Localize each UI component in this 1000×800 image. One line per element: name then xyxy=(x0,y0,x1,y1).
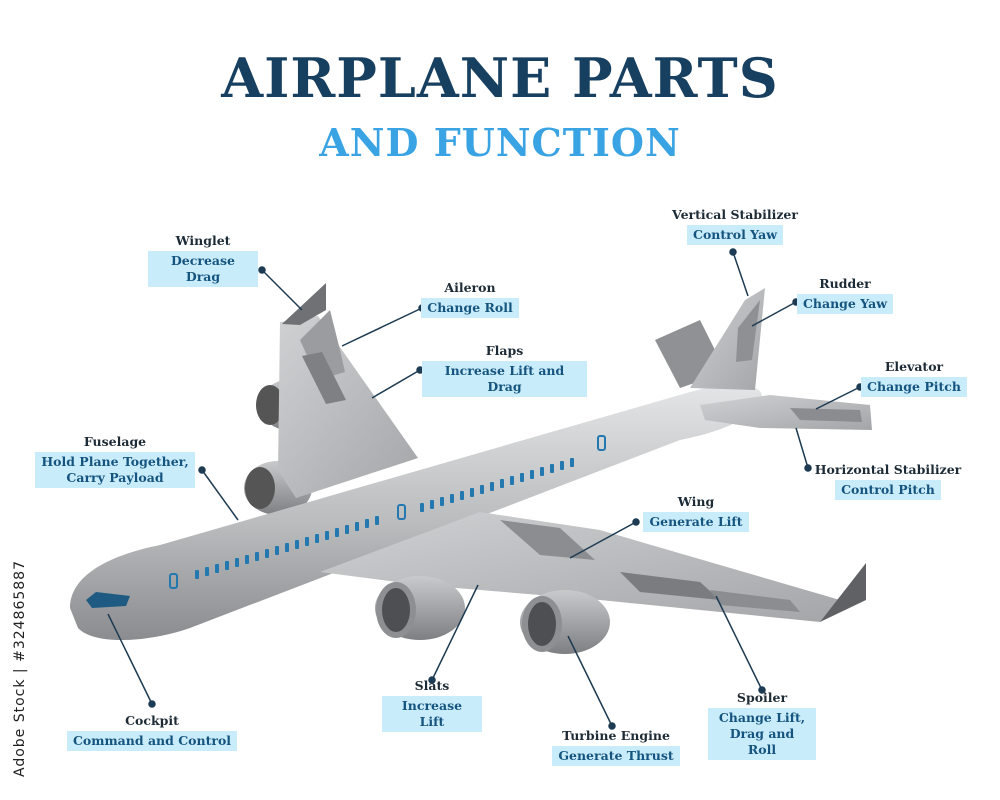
flaps-name: Flaps xyxy=(485,343,524,358)
label-wing: Wing Generate Lift xyxy=(640,494,752,532)
cockpit-function: Command and Control xyxy=(66,731,238,751)
winglet-name: Winglet xyxy=(175,233,231,248)
turbine-engine-function: Generate Thrust xyxy=(552,746,680,766)
cabin-windows xyxy=(195,458,574,579)
label-winglet: Winglet Decrease Drag xyxy=(148,233,258,287)
label-slats: Slats Increase Lift xyxy=(382,678,482,732)
label-vertical-stabilizer: Vertical Stabilizer Control Yaw xyxy=(665,207,805,245)
wing-function: Generate Lift xyxy=(643,512,749,532)
label-flaps: Flaps Increase Lift and Drag xyxy=(422,343,587,397)
rudder-name: Rudder xyxy=(819,276,871,291)
far-wing xyxy=(278,283,418,498)
label-rudder: Rudder Change Yaw xyxy=(796,276,894,314)
label-turbine-engine: Turbine Engine Generate Thrust xyxy=(552,728,680,766)
vertical-stabilizer xyxy=(690,288,765,390)
near-stabilizer xyxy=(700,395,872,430)
title-line2: AND FUNCTION xyxy=(319,120,681,165)
fuselage-body xyxy=(70,384,762,641)
cabin-doors xyxy=(169,435,606,589)
rudder-function: Change Yaw xyxy=(796,294,894,314)
cockpit-window xyxy=(86,592,130,608)
spoiler-function: Change Lift, Drag and Roll xyxy=(708,708,816,760)
fuselage-function: Hold Plane Together, Carry Payload xyxy=(35,452,195,488)
slats-function: Increase Lift xyxy=(382,696,482,732)
near-engine xyxy=(375,576,610,654)
aileron-function: Change Roll xyxy=(421,298,519,318)
wing-name: Wing xyxy=(677,494,715,509)
label-fuselage: Fuselage Hold Plane Together, Carry Payl… xyxy=(35,434,195,488)
label-cockpit: Cockpit Command and Control xyxy=(64,713,240,751)
horizontal-stabilizer-name: Horizontal Stabilizer xyxy=(814,462,962,477)
label-horizontal-stabilizer: Horizontal Stabilizer Control Pitch xyxy=(808,462,968,500)
leader-lines xyxy=(107,248,864,730)
winglet-function: Decrease Drag xyxy=(148,251,258,287)
spoiler-name: Spoiler xyxy=(736,690,788,705)
label-spoiler: Spoiler Change Lift, Drag and Roll xyxy=(708,690,816,760)
title-line1: AIRPLANE PARTS xyxy=(221,46,779,110)
vertical-stabilizer-function: Control Yaw xyxy=(687,225,783,245)
horizontal-stabilizer-function: Control Pitch xyxy=(835,480,941,500)
label-elevator: Elevator Change Pitch xyxy=(860,359,968,397)
vertical-stabilizer-name: Vertical Stabilizer xyxy=(672,207,798,222)
near-wing xyxy=(320,512,866,622)
stock-id: Adobe Stock | #324865887 xyxy=(12,560,28,777)
aileron-name: Aileron xyxy=(444,280,496,295)
label-aileron: Aileron Change Roll xyxy=(420,280,520,318)
cockpit-name: Cockpit xyxy=(125,713,179,728)
elevator-function: Change Pitch xyxy=(861,377,967,397)
elevator-name: Elevator xyxy=(884,359,944,374)
flaps-function: Increase Lift and Drag xyxy=(422,361,587,397)
turbine-engine-name: Turbine Engine xyxy=(562,728,670,743)
slats-name: Slats xyxy=(414,678,450,693)
fuselage-name: Fuselage xyxy=(83,434,147,449)
